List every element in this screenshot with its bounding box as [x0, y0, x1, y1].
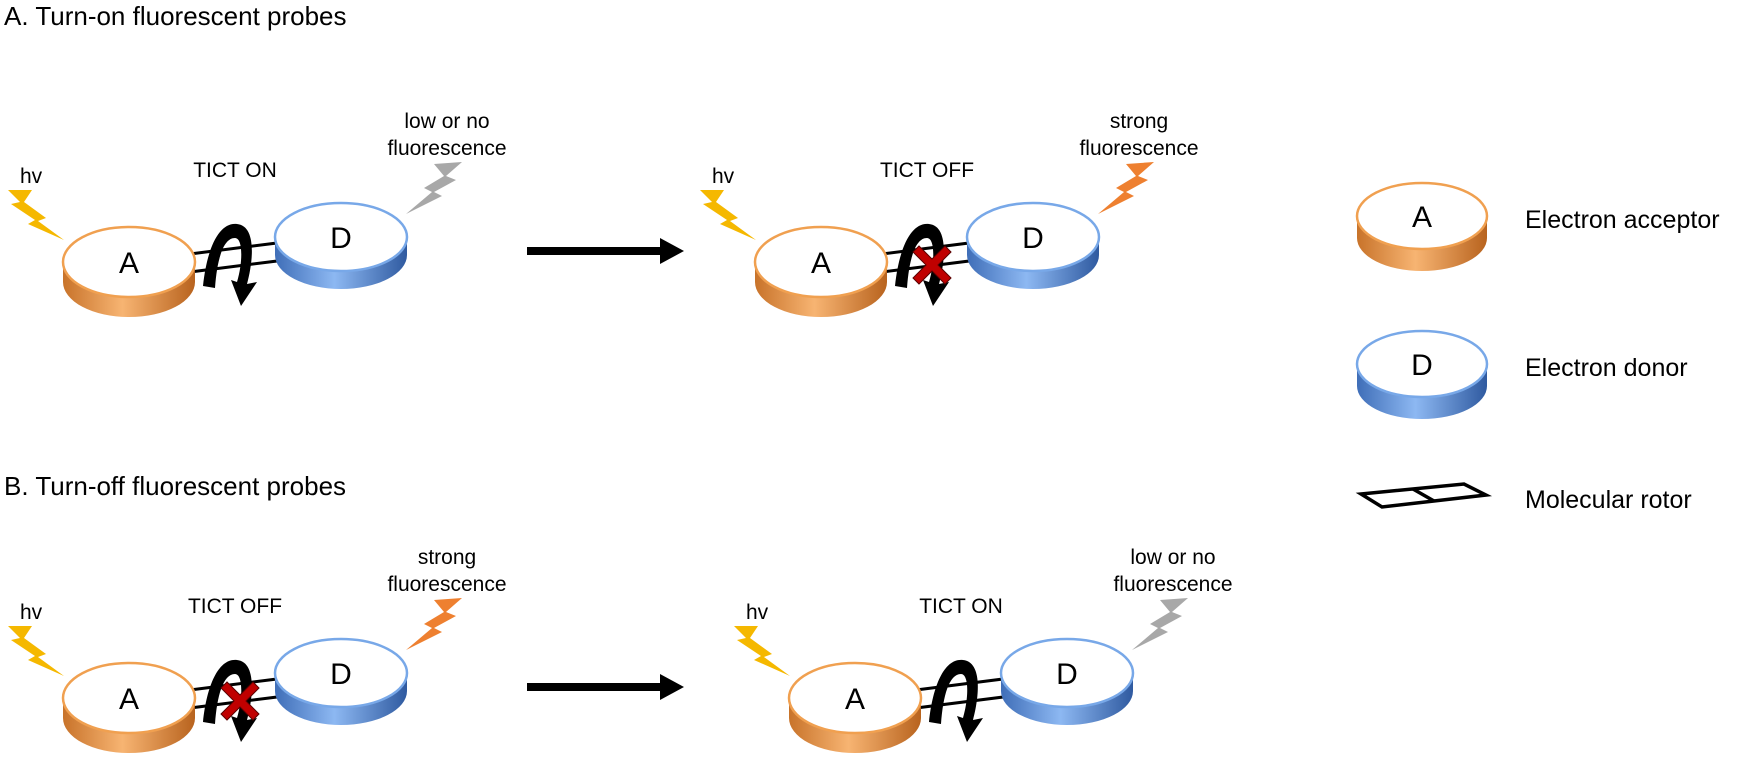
donor-disk: D [273, 637, 409, 725]
emission-bolt-icon [1132, 598, 1188, 650]
transition-arrow-b [527, 674, 684, 700]
acceptor-disk-top [1355, 181, 1489, 251]
acceptor-disk-side [63, 698, 195, 753]
excitation-bolt-icon [8, 190, 64, 240]
rotation-arrow-icon [203, 223, 257, 306]
transition-arrow-a [527, 238, 684, 264]
donor-disk-side [967, 237, 1099, 289]
blocked-rotation-x-icon [220, 681, 260, 721]
acceptor-disk-top [61, 225, 197, 299]
emission-label-line2: fluorescence [387, 573, 506, 596]
donor-disk-top [273, 201, 409, 273]
acceptor-letter: A [845, 683, 865, 716]
excitation-label: hv [746, 601, 769, 624]
emission-label-line1: strong [1110, 110, 1168, 133]
donor-disk: D [273, 201, 409, 289]
panel-b-title: B. Turn-off fluorescent probes [4, 471, 346, 501]
acceptor-disk: A [61, 661, 197, 753]
donor-letter: D [1056, 658, 1078, 691]
donor-letter: D [330, 658, 352, 691]
acceptor-letter: A [119, 247, 139, 280]
emission-bolt-icon [406, 598, 462, 650]
acceptor-disk-top [787, 661, 923, 735]
legend-acceptor-label: Electron acceptor [1525, 206, 1720, 234]
emission-label-line1: strong [418, 546, 476, 569]
blocked-rotation-x-icon [912, 245, 952, 285]
rotation-arrow-icon [203, 659, 257, 742]
donor-disk-side [1001, 673, 1133, 725]
legend-acceptor-disk: A [1355, 181, 1489, 271]
donor-disk-side [275, 673, 407, 725]
donor-disk: D [999, 637, 1135, 725]
acceptor-disk-side [789, 698, 921, 753]
emission-label-line2: fluorescence [387, 137, 506, 160]
legend-donor-label: Electron donor [1525, 354, 1688, 382]
excitation-bolt-icon [700, 190, 756, 240]
donor-disk-side [1357, 364, 1487, 419]
donor-letter: D [1411, 349, 1433, 382]
donor-disk-side [275, 237, 407, 289]
emission-label-line2: fluorescence [1113, 573, 1232, 596]
panel-a-title: A. Turn-on fluorescent probes [4, 1, 347, 31]
tict-state-label: TICT ON [919, 595, 1003, 618]
tict-state-label: TICT ON [193, 159, 277, 182]
rotation-arrow-icon [929, 659, 983, 742]
acceptor-disk-top [61, 661, 197, 735]
donor-letter: D [330, 222, 352, 255]
emission-bolt-icon [1098, 162, 1154, 214]
acceptor-disk-side [755, 262, 887, 317]
acceptor-letter: A [811, 247, 831, 280]
excitation-label: hv [20, 165, 43, 188]
tict-state-label: TICT OFF [188, 595, 282, 618]
legend-acceptor: A [1355, 181, 1489, 271]
donor-disk-top [965, 201, 1101, 273]
donor-disk-top [1355, 329, 1489, 399]
emission-label-line1: low or no [404, 110, 489, 133]
donor-disk-top [273, 637, 409, 709]
donor-disk: D [965, 201, 1101, 289]
tict-state-label: TICT OFF [880, 159, 974, 182]
donor-letter: D [1022, 222, 1044, 255]
excitation-bolt-icon [734, 626, 790, 676]
acceptor-disk: A [61, 225, 197, 317]
rotation-arrow-icon [895, 223, 949, 306]
acceptor-letter: A [119, 683, 139, 716]
molecular-rotor [914, 676, 1013, 710]
acceptor-disk: A [787, 661, 923, 753]
emission-bolt-icon [406, 162, 462, 214]
legend-donor: D [1355, 329, 1489, 419]
legend: A Electron acceptor D Electron donor Mol… [1355, 181, 1720, 514]
emission-label-line2: fluorescence [1079, 137, 1198, 160]
acceptor-letter: A [1412, 201, 1432, 234]
acceptor-disk-side [1357, 216, 1487, 271]
excitation-bolt-icon [8, 626, 64, 676]
acceptor-disk-side [63, 262, 195, 317]
acceptor-disk: A [753, 225, 889, 317]
legend-donor-disk: D [1355, 329, 1489, 419]
acceptor-disk-top [753, 225, 889, 299]
excitation-label: hv [20, 601, 43, 624]
excitation-label: hv [712, 165, 735, 188]
molecular-rotor [188, 240, 287, 274]
donor-disk-top [999, 637, 1135, 709]
legend-rotor-label: Molecular rotor [1525, 486, 1692, 514]
legend-rotor-icon [1355, 482, 1493, 509]
emission-label-line1: low or no [1130, 546, 1215, 569]
